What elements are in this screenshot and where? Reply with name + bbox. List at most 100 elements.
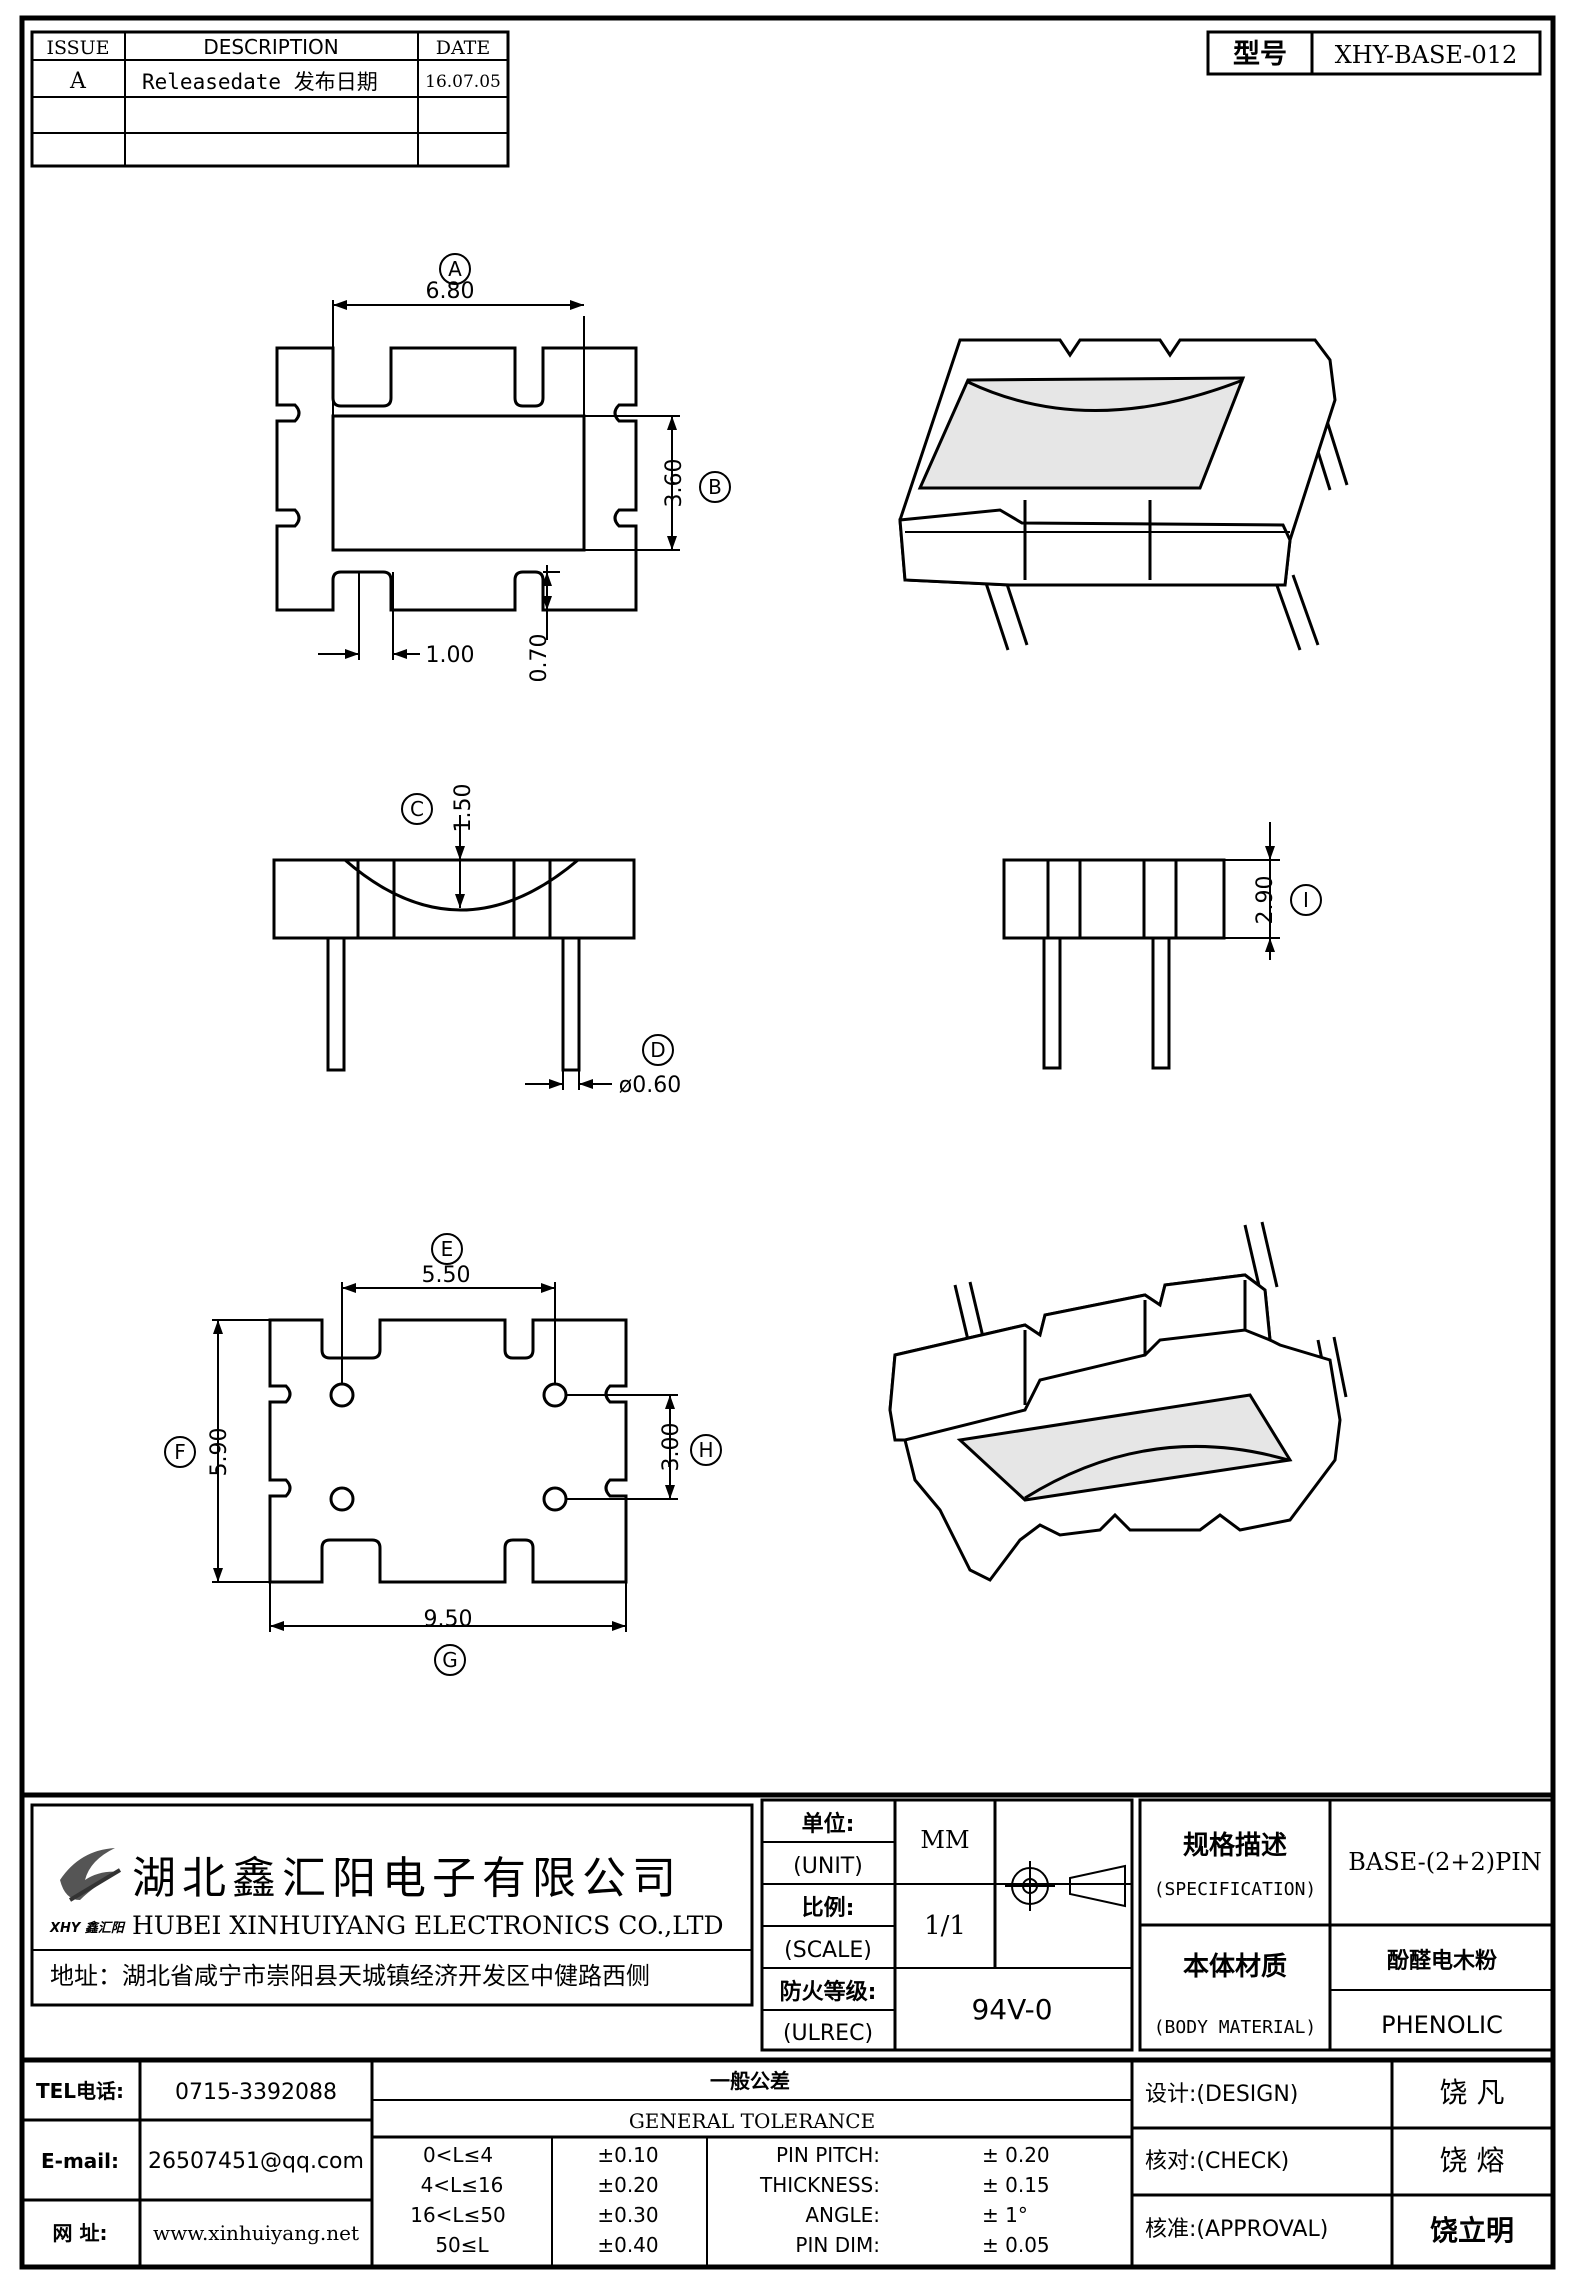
- tolerance-title-en: GENERAL TOLERANCE: [629, 2109, 875, 2133]
- scale-value: 1/1: [924, 1911, 966, 1941]
- spec-label-cn: 规格描述: [1183, 1830, 1287, 1861]
- rev-header-issue: ISSUE: [46, 37, 109, 59]
- dim-H-label: H: [698, 1438, 713, 1462]
- tol-item-value-3: ± 0.05: [982, 2233, 1050, 2257]
- projection-symbol-icon: [1005, 1861, 1126, 1911]
- rev-header-description: DESCRIPTION: [203, 35, 338, 59]
- fire-value: 94V-0: [971, 1993, 1052, 2026]
- email-value: 26507451@qq.com: [148, 2149, 364, 2174]
- dim-E-label: E: [441, 1237, 454, 1261]
- scale-label-en: (SCALE): [784, 1938, 872, 1963]
- company-name-en: HUBEI XINHUIYANG ELECTRONICS CO.,LTD: [132, 1911, 724, 1940]
- dim-A-label: A: [448, 257, 462, 281]
- tol-value-1: ±0.20: [597, 2173, 658, 2197]
- tol-item-label-2: ANGLE:: [805, 2203, 880, 2227]
- tol-value-2: ±0.30: [597, 2203, 658, 2227]
- dim-H-value: 3.00: [659, 1423, 684, 1472]
- specification-block: 规格描述 (SPECIFICATION) BASE-(2+2)PIN 本体材质 …: [1138, 1798, 1555, 2052]
- signoff-label-check: 核对:(CHECK): [1145, 2149, 1289, 2174]
- email-label: E-mail:: [41, 2149, 119, 2173]
- dim-notch: 0.70: [527, 565, 560, 682]
- company-name-cn: 湖北鑫汇阳电子有限公司: [132, 1853, 682, 1904]
- dim-G: 9.50 G: [269, 1582, 627, 1676]
- signoff-name-design: 饶 凡: [1440, 2076, 1505, 2109]
- material-value-en: PHENOLIC: [1381, 2011, 1503, 2039]
- material-label-en: (BODY MATERIAL): [1154, 2017, 1317, 2038]
- tolerance-title-cn: 一般公差: [710, 2069, 790, 2093]
- dim-G-label: G: [442, 1648, 458, 1672]
- signoff-name-approval: 饶立明: [1430, 2214, 1514, 2247]
- company-address: 地址：湖北省咸宁市崇阳县天城镇经济开发区中健路西侧: [50, 1962, 650, 1990]
- top-view: [275, 316, 638, 612]
- fire-label-en: (ULREC): [783, 2021, 873, 2046]
- dim-C-label: C: [410, 797, 424, 821]
- rev-row-issue: A: [69, 69, 87, 94]
- dim-G-value: 9.50: [424, 1607, 473, 1632]
- iso-view-bottom: [888, 1221, 1348, 1582]
- unit-scale-block: 单位: (UNIT) MM 比例: (SCALE) 1/1 防火等级: (ULR…: [760, 1798, 1134, 2052]
- dim-E: 5.50 E: [341, 1233, 556, 1384]
- front-view: [272, 858, 636, 1072]
- company-logo-icon: XHY 鑫汇阳: [49, 1848, 126, 1936]
- dim-C-value: 1.50: [451, 784, 476, 833]
- model-value: XHY-BASE-012: [1335, 41, 1518, 69]
- bottom-view: [268, 1318, 628, 1584]
- dim-F: 5.90 F: [164, 1319, 270, 1583]
- dim-notch-value: 0.70: [527, 634, 552, 683]
- dim-I-label: I: [1303, 888, 1309, 912]
- rev-row-date: 16.07.05: [425, 72, 501, 92]
- revision-table: ISSUE DESCRIPTION DATE A Releasedate 发布日…: [30, 30, 510, 168]
- company-panel: XHY 鑫汇阳 湖北鑫汇阳电子有限公司 HUBEI XINHUIYANG ELE…: [30, 1803, 754, 2007]
- dim-slot: 1.00: [318, 572, 474, 668]
- signoff-label-design: 设计:(DESIGN): [1145, 2082, 1298, 2107]
- tel-label: TEL电话:: [36, 2079, 124, 2103]
- spec-label-en: (SPECIFICATION): [1154, 1879, 1317, 1900]
- dim-slot-value: 1.00: [426, 643, 475, 668]
- tol-item-value-1: ± 0.15: [982, 2173, 1050, 2197]
- tol-range-1: 4<L≤16: [421, 2173, 504, 2197]
- signoff-name-check: 饶 熔: [1440, 2144, 1505, 2177]
- dim-H: 3.00 H: [566, 1394, 722, 1500]
- contact-block: TEL电话: 0715-3392088 E-mail: 26507451@qq.…: [22, 2060, 374, 2267]
- tol-value-0: ±0.10: [597, 2143, 658, 2167]
- dim-E-value: 5.50: [422, 1263, 471, 1288]
- unit-label-cn: 单位:: [802, 1811, 855, 1837]
- web-value: www.xinhuiyang.net: [153, 2221, 359, 2245]
- tol-range-3: 50≤L: [435, 2233, 489, 2257]
- spec-value: BASE-(2+2)PIN: [1348, 1848, 1542, 1876]
- tol-range-0: 0<L≤4: [423, 2143, 493, 2167]
- dim-D-label: D: [650, 1038, 665, 1062]
- dim-F-value: 5.90: [207, 1428, 232, 1477]
- dim-A: 6.80 A: [332, 253, 584, 420]
- material-label-cn: 本体材质: [1183, 1952, 1287, 1982]
- dim-B-label: B: [708, 475, 722, 499]
- tol-value-3: ±0.40: [597, 2233, 658, 2257]
- signoff-label-approval: 核准:(APPROVAL): [1145, 2217, 1328, 2242]
- dim-D: ø0.60 D: [525, 1034, 681, 1098]
- tol-item-label-3: PIN DIM:: [795, 2233, 880, 2257]
- unit-label-en: (UNIT): [793, 1854, 863, 1879]
- dim-B-value: 3.60: [662, 459, 687, 508]
- tol-item-value-2: ± 1°: [982, 2203, 1028, 2227]
- scale-label-cn: 比例:: [802, 1896, 855, 1921]
- tol-item-label-1: THICKNESS:: [759, 2173, 880, 2197]
- rev-row-description: Releasedate 发布日期: [142, 70, 378, 94]
- material-value-cn: 酚醛电木粉: [1387, 1949, 1497, 1974]
- iso-view-top: [898, 338, 1349, 651]
- tol-item-value-0: ± 0.20: [982, 2143, 1050, 2167]
- rev-header-date: DATE: [436, 37, 490, 59]
- dim-I-value: 2.90: [1253, 876, 1278, 925]
- side-view: [1002, 858, 1226, 1070]
- company-logo-text: XHY 鑫汇阳: [49, 1920, 126, 1936]
- signoff-block: 设计:(DESIGN) 饶 凡 核对:(CHECK) 饶 熔 核准:(APPRO…: [1132, 2060, 1553, 2267]
- unit-value: MM: [920, 1826, 969, 1854]
- fire-label-cn: 防火等级:: [780, 1979, 877, 2005]
- model-box: 型号 XHY-BASE-012: [1206, 30, 1542, 76]
- web-label: 网 址:: [53, 2221, 108, 2245]
- model-label: 型号: [1233, 39, 1287, 70]
- dim-B: 3.60 B: [584, 415, 731, 551]
- tolerance-block: 一般公差 GENERAL TOLERANCE 0<L≤4 4<L≤16 16<L…: [372, 2060, 1134, 2267]
- dim-C: 1.50 C: [401, 784, 476, 908]
- dim-D-value: ø0.60: [619, 1073, 681, 1098]
- dim-F-label: F: [174, 1440, 186, 1464]
